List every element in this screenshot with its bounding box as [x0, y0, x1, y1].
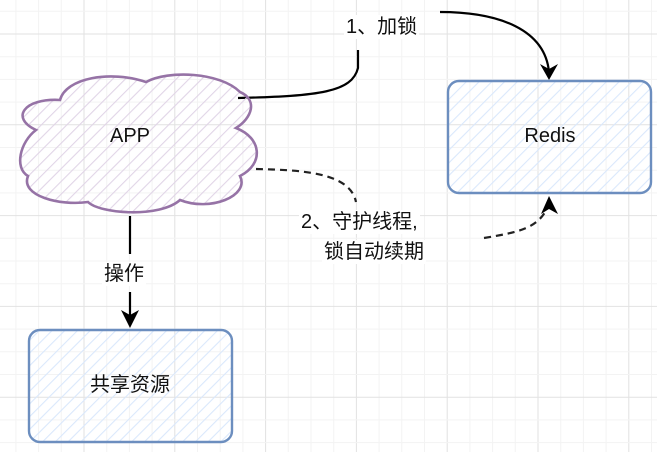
edge-lock[interactable]: [237, 10, 551, 100]
edge-renew[interactable]: [255, 167, 551, 240]
edge-renew-label-line2: 锁自动续期: [322, 240, 426, 264]
edge-renew-label-line1: 2、守护线程,: [299, 210, 420, 234]
redis-label: Redis: [524, 125, 576, 147]
edge-operate-arrowhead: [121, 310, 139, 328]
node-app[interactable]: [18, 73, 259, 214]
shared-resource-box: [27, 328, 234, 444]
edge-renew-arrowhead: [541, 196, 558, 214]
app-label: APP: [109, 125, 151, 147]
edge-operate-label: 操作: [102, 262, 146, 286]
edge-lock-arrowhead: [540, 64, 558, 80]
shared-resource-label: 共享资源: [90, 374, 170, 396]
edge-lock-label: 1、加锁: [344, 15, 420, 39]
node-shared-resource[interactable]: [27, 328, 234, 444]
redis-box: [446, 79, 653, 195]
cloud-shape: [18, 73, 259, 214]
node-redis[interactable]: [446, 79, 653, 195]
